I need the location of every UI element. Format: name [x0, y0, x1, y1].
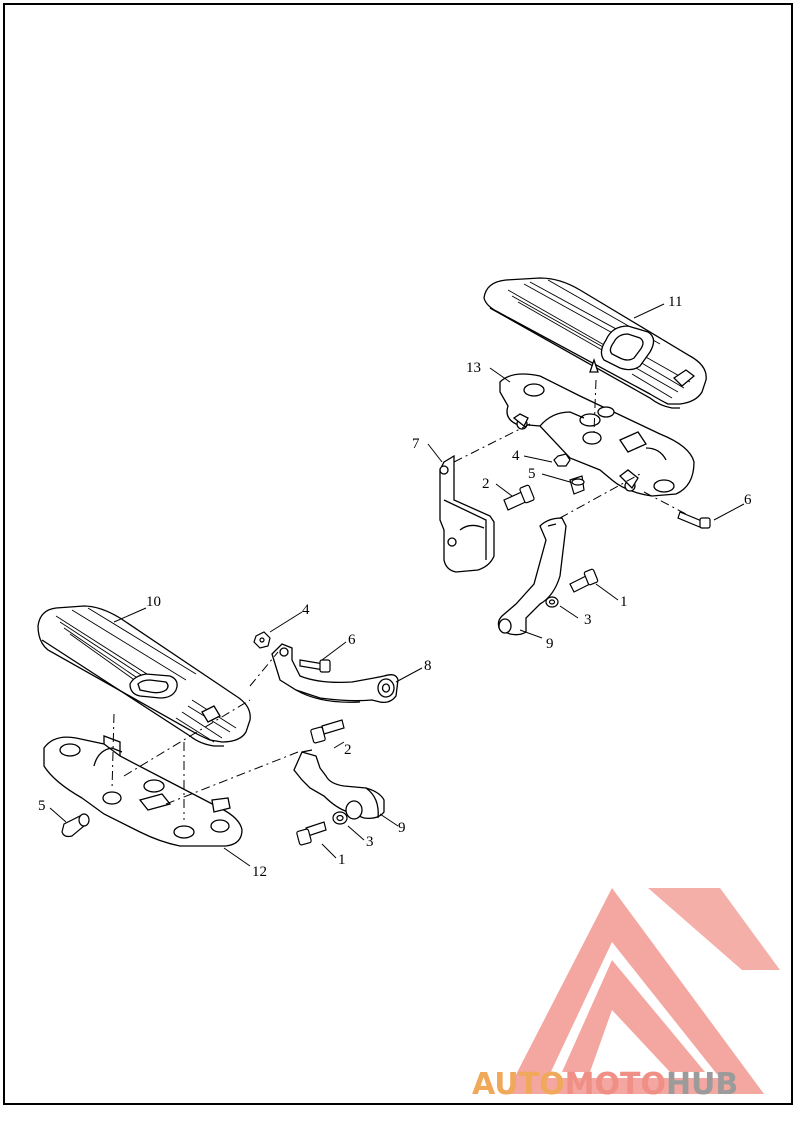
callout-1-left: 1	[338, 852, 346, 868]
callout-3-right: 3	[584, 612, 592, 628]
callout-6-left: 6	[348, 632, 356, 648]
pin-6-left	[299, 659, 331, 673]
callout-4-right: 4	[512, 448, 520, 464]
footboard-top-right	[483, 277, 707, 409]
footboard-bracket-left	[43, 735, 243, 847]
callout-7: 7	[412, 436, 420, 452]
washer-3-left	[332, 811, 348, 825]
bolt-1-right	[569, 568, 599, 593]
washer-3-right	[545, 596, 559, 608]
callout-13: 13	[466, 360, 481, 376]
callout-8: 8	[424, 658, 432, 674]
callout-10: 10	[146, 594, 161, 610]
callout-9-left: 9	[398, 820, 406, 836]
bolt-1-left	[296, 821, 327, 846]
callout-5-right: 5	[528, 466, 536, 482]
support-arm-left	[293, 749, 385, 820]
callout-labels: 11 13 7 4 5 2 6 1 3 9 10 4 6 8 2 5 9 3 1…	[38, 294, 752, 880]
callout-4-left: 4	[302, 602, 310, 618]
footboard-top-left	[37, 605, 251, 747]
nut-4-right	[553, 453, 571, 467]
pin-6-right	[677, 511, 711, 529]
hanger-bracket-right	[439, 454, 495, 573]
bolt-2-right	[503, 484, 535, 511]
nut-4-left	[253, 631, 271, 649]
callout-9-right: 9	[546, 636, 554, 652]
callout-2-left: 2	[344, 742, 352, 758]
support-arm-right	[497, 517, 567, 636]
diagram-border	[3, 3, 793, 1105]
callout-6-right: 6	[744, 492, 752, 508]
cap-5-right	[569, 475, 585, 495]
cap-5-left	[61, 813, 90, 838]
bolt-2-left	[310, 719, 345, 744]
leader-lines	[49, 303, 745, 867]
watermark-text: AUTOMOTOHUB	[472, 1067, 738, 1102]
footboard-bracket-right	[499, 373, 695, 497]
callout-1-right: 1	[620, 594, 628, 610]
callout-12: 12	[252, 864, 267, 880]
assembly-lines	[111, 379, 687, 820]
hanger-bracket-left	[271, 643, 399, 704]
callout-5-left: 5	[38, 798, 46, 814]
watermark-logo-icon	[506, 888, 780, 1094]
callout-2-right: 2	[482, 476, 490, 492]
callout-3-left: 3	[366, 834, 374, 850]
callout-11: 11	[668, 294, 682, 310]
